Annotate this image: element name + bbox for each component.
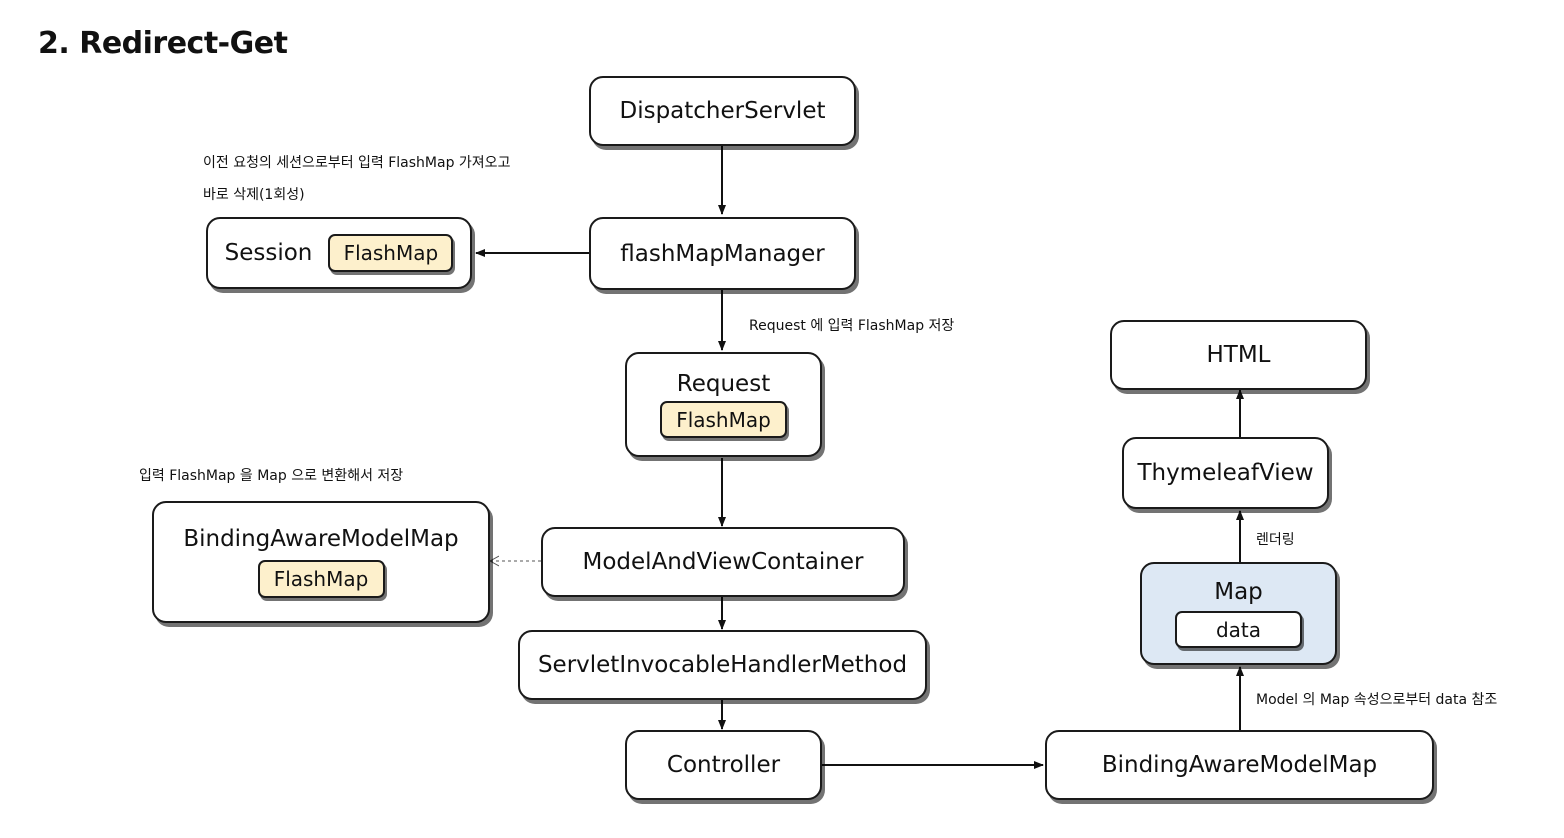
rendering-note: 렌더링	[1256, 532, 1295, 548]
dispatcher-servlet-node: DispatcherServlet	[589, 76, 856, 146]
binding-aware-model-map-right-label: BindingAwareModelMap	[1101, 752, 1378, 778]
map-node: Map data	[1140, 562, 1337, 665]
html-node: HTML	[1110, 320, 1367, 390]
model-and-view-container-label: ModelAndViewContainer	[582, 549, 864, 575]
dispatcher-servlet-label: DispatcherServlet	[619, 98, 826, 124]
request-flashmap-chip: FlashMap	[660, 401, 787, 438]
request-store-note: Request 에 입력 FlashMap 저장	[749, 318, 955, 334]
servlet-invocable-handler-method-label: ServletInvocableHandlerMethod	[537, 652, 908, 678]
model-and-view-container-node: ModelAndViewContainer	[541, 527, 905, 597]
binding-left-flashmap-chip: FlashMap	[257, 560, 385, 598]
flash-map-manager-label: flashMapManager	[620, 240, 825, 267]
request-label: Request	[676, 371, 771, 397]
session-node: Session FlashMap	[206, 217, 472, 289]
session-label: Session	[224, 240, 313, 266]
binding-aware-model-map-right-node: BindingAwareModelMap	[1045, 730, 1434, 800]
flash-map-manager-node: flashMapManager	[589, 217, 856, 290]
html-label: HTML	[1206, 342, 1271, 368]
thymeleaf-view-label: ThymeleafView	[1137, 460, 1314, 486]
convert-note: 입력 FlashMap 을 Map 으로 변환해서 저장	[139, 468, 404, 484]
binding-aware-model-map-left-label: BindingAwareModelMap	[183, 526, 459, 552]
session-note-line2: 바로 삭제(1회성)	[203, 187, 305, 203]
map-label: Map	[1214, 579, 1263, 605]
controller-node: Controller	[625, 730, 822, 800]
session-flashmap-chip: FlashMap	[328, 234, 454, 272]
servlet-invocable-handler-method-node: ServletInvocableHandlerMethod	[518, 630, 927, 700]
binding-aware-model-map-left-node: BindingAwareModelMap FlashMap	[152, 501, 490, 623]
controller-label: Controller	[666, 752, 781, 778]
model-ref-note: Model 의 Map 속성으로부터 data 참조	[1256, 692, 1498, 708]
map-data-chip: data	[1175, 611, 1302, 648]
page-title: 2. Redirect-Get	[38, 26, 288, 61]
session-note-line1: 이전 요청의 세션으로부터 입력 FlashMap 가져오고	[203, 155, 511, 171]
request-node: Request FlashMap	[625, 352, 822, 457]
thymeleaf-view-node: ThymeleafView	[1122, 437, 1329, 509]
